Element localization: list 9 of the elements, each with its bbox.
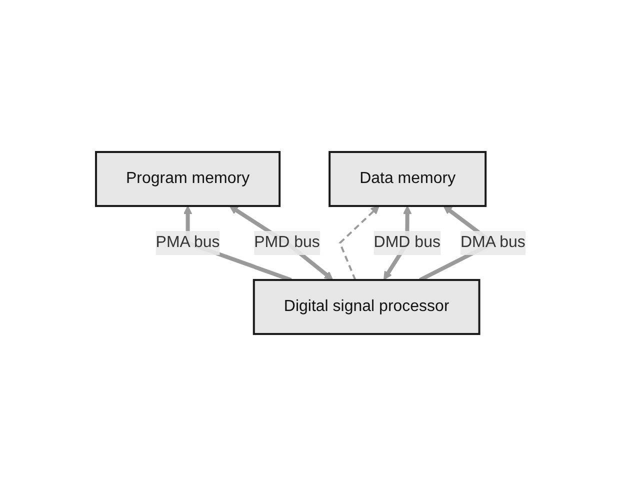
edge-label: PMA bus xyxy=(156,234,220,251)
edge-label: DMA bus xyxy=(460,234,526,251)
arrow xyxy=(339,206,380,280)
node-box: Data memory xyxy=(328,151,487,207)
node-box: Program memory xyxy=(95,151,281,207)
node-box: Digital signal processor xyxy=(253,279,481,335)
edge-label: DMD bus xyxy=(374,234,441,251)
arrow xyxy=(230,206,334,280)
edge-label: PMD bus xyxy=(254,234,320,251)
